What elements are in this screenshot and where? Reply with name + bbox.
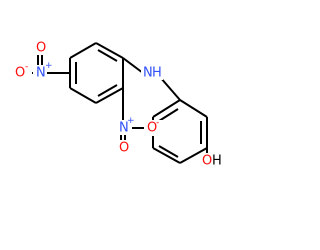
nitro2-nitrogen-plus-charge: +	[127, 116, 135, 126]
ring2-bond-3	[179, 147, 208, 164]
nitro2-oxygen-minus-charge: -	[156, 118, 159, 128]
ring1-double-2	[97, 84, 118, 97]
nitro1-oxygen-label: O	[36, 41, 46, 56]
chemical-structure-diagram: O - N + O N H N + O O - O H	[13, 40, 224, 169]
ring1-double-1	[97, 49, 118, 62]
ring2-bond-4	[152, 147, 181, 164]
nitro1-oxygen-minus-charge: -	[25, 62, 28, 72]
nitro2-oxygen-label: O	[119, 141, 129, 156]
nitro2-nitrogen-plus-label: N	[119, 121, 129, 136]
ring1-bond-1	[95, 42, 124, 59]
ring1-bond-3	[95, 87, 124, 104]
bridge-hydrogen-label: H	[152, 66, 162, 81]
ring2-double-3	[158, 108, 179, 122]
nitro1-nitrogen-plus-label: N	[36, 66, 46, 81]
ring2-bond-6	[152, 99, 181, 118]
nitro2-oxygen-minus-label: O	[147, 121, 157, 136]
nh-to-ring2-bond	[159, 76, 181, 101]
ring1-bond-6	[69, 42, 97, 59]
ring1-bond-4	[69, 87, 97, 104]
nitro1-nitrogen-plus-charge: +	[45, 61, 53, 71]
ring2-bond-1	[179, 99, 208, 118]
bridge-nitrogen-label: N	[143, 66, 153, 81]
hydroxyl-hydrogen-label: H	[212, 154, 222, 169]
nitro1-oxygen-minus-label: O	[15, 66, 25, 81]
ring1-to-nh-bond	[122, 57, 144, 74]
atom-labels: O - N + O N H N + O O - O H	[13, 41, 224, 169]
ring2-double-2	[158, 145, 179, 158]
hydroxyl-oxygen-label: O	[202, 154, 212, 169]
